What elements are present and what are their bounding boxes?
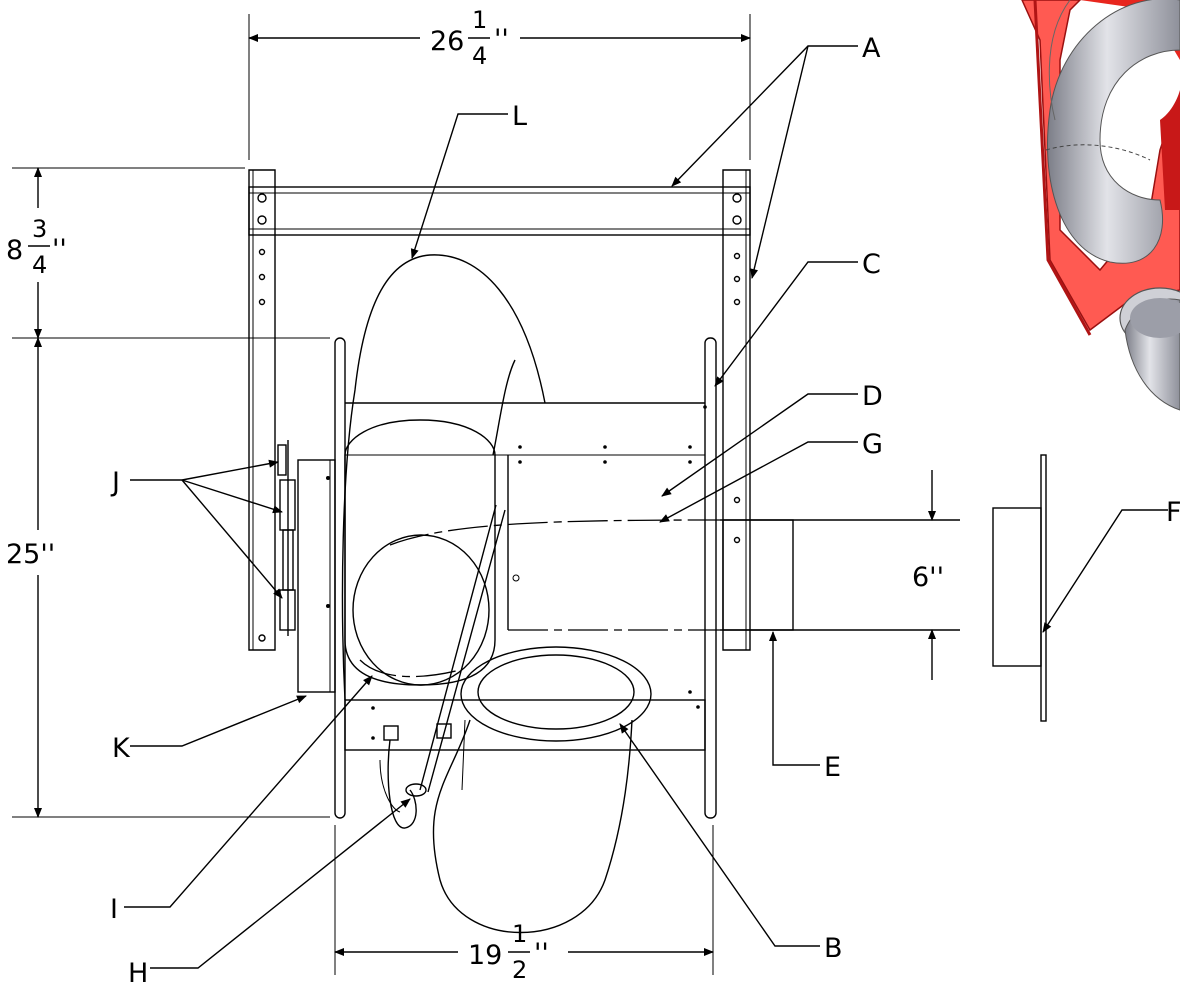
rear-plate-block bbox=[992, 507, 1042, 667]
left-reel-flange bbox=[334, 337, 346, 819]
svg-text:26: 26 bbox=[430, 26, 464, 57]
svg-text:4: 4 bbox=[472, 42, 487, 70]
svg-text:'': '' bbox=[494, 24, 509, 55]
hose-loop-upper bbox=[341, 254, 546, 701]
callout-l: L bbox=[512, 101, 527, 132]
support-arm bbox=[419, 504, 506, 793]
dim-main-height: 25'' bbox=[6, 539, 55, 570]
rear-plate bbox=[1040, 454, 1047, 722]
hose-loop-lower bbox=[432, 719, 633, 934]
callout-k: K bbox=[112, 733, 131, 764]
callout-a: A bbox=[862, 33, 881, 64]
svg-text:19: 19 bbox=[468, 940, 502, 971]
hose-end-circle bbox=[352, 534, 490, 686]
mount-bolts bbox=[257, 193, 742, 642]
latch-mechanism bbox=[277, 440, 296, 636]
dim-bottom-width: 19 1 2 '' bbox=[468, 920, 549, 984]
outlet-stub bbox=[722, 519, 794, 631]
callout-d: D bbox=[862, 381, 883, 412]
funnel-rim bbox=[460, 646, 652, 742]
render-3d-view bbox=[1020, 0, 1180, 411]
drum-oval bbox=[344, 419, 496, 686]
callout-g: G bbox=[862, 429, 883, 460]
callout-leaders bbox=[124, 45, 1168, 969]
drum-lower-band bbox=[344, 699, 706, 751]
svg-text:1: 1 bbox=[512, 920, 527, 948]
svg-text:2: 2 bbox=[512, 956, 527, 984]
dim-outlet-diameter: 6'' bbox=[912, 562, 944, 593]
callout-f: F bbox=[1166, 497, 1180, 528]
svg-text:8: 8 bbox=[6, 235, 23, 266]
svg-text:'': '' bbox=[52, 234, 67, 265]
callout-i: I bbox=[110, 894, 118, 925]
top-mount-bar bbox=[248, 186, 751, 236]
svg-text:1: 1 bbox=[472, 6, 487, 34]
callout-b: B bbox=[824, 933, 843, 964]
drive-housing bbox=[297, 459, 336, 693]
callout-c: C bbox=[862, 249, 881, 280]
svg-text:'': '' bbox=[534, 938, 549, 969]
dimension-lines bbox=[12, 14, 936, 975]
dim-top-height: 8 3 4 '' bbox=[6, 215, 67, 279]
dim-top-width: 26 1 4 '' bbox=[430, 6, 509, 70]
callout-j: J bbox=[110, 467, 120, 498]
left-upright bbox=[248, 169, 276, 651]
callout-e: E bbox=[824, 752, 841, 783]
right-reel-flange bbox=[704, 337, 717, 819]
svg-text:4: 4 bbox=[32, 251, 47, 279]
svg-text:3: 3 bbox=[32, 215, 47, 243]
callout-h: H bbox=[128, 958, 148, 988]
reel-assembly-front-view bbox=[248, 169, 1047, 934]
